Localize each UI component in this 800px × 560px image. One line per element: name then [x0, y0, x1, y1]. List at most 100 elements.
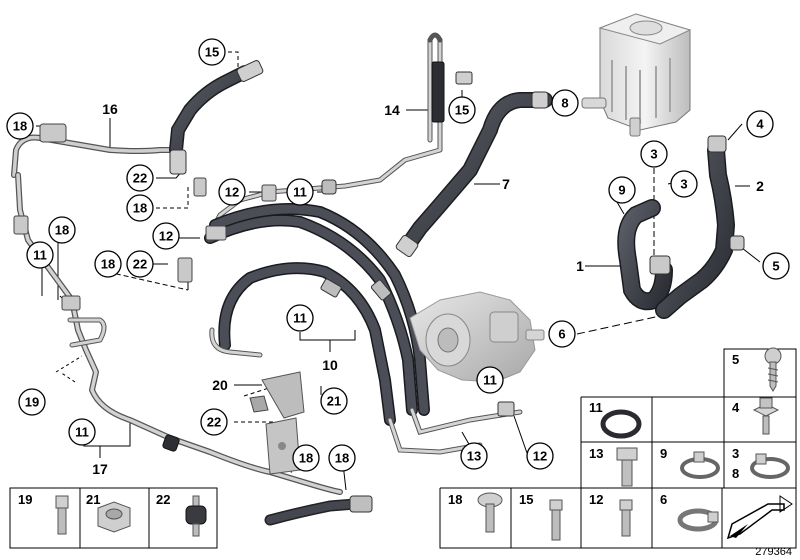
callout-number: 11 [483, 373, 497, 388]
direction-arrow-icon [726, 495, 793, 540]
callout-c18f: 18 [328, 444, 356, 472]
collar-screw-icon [752, 397, 780, 435]
callout-circle [126, 164, 154, 192]
label-2: 2 [756, 178, 764, 194]
hose-clamp-icon [750, 453, 790, 479]
grid-label-4: 4 [732, 400, 740, 415]
callout-number: 11 [293, 311, 307, 326]
callout-circle [526, 442, 554, 470]
upper-left-hose [169, 60, 264, 175]
callout-circle [292, 444, 320, 472]
callout-circle [548, 320, 576, 348]
plain-labels: 16 14 7 2 1 10 20 17 [92, 101, 764, 477]
callout-number: 5 [772, 259, 779, 274]
flange-screw-icon [477, 492, 503, 533]
callout-c11a: 11 [286, 178, 314, 206]
hose-clamp-icon [680, 451, 720, 479]
callout-number: 18 [101, 257, 115, 272]
callout-number: 12 [225, 185, 239, 200]
callout-c18d: 18 [48, 216, 76, 244]
callout-c19: 19 [18, 388, 46, 416]
callout-c18e: 18 [292, 444, 320, 472]
callout-number: 15 [205, 45, 219, 60]
bottom-hose [264, 495, 373, 526]
hex-bolt-icon [616, 447, 638, 487]
callout-c11d: 11 [476, 366, 504, 394]
callout-number: 4 [756, 117, 764, 132]
callout-number: 11 [33, 248, 47, 263]
label-10: 10 [322, 357, 338, 373]
callout-number: 18 [133, 201, 147, 216]
grid-label-21: 21 [86, 492, 100, 507]
label-14: 14 [384, 102, 400, 118]
callout-circle [328, 444, 356, 472]
grid-label-19: 19 [18, 492, 32, 507]
callout-number: 18 [55, 223, 69, 238]
label-1: 1 [576, 258, 584, 274]
callout-circle [200, 408, 228, 436]
callout-c11c: 11 [286, 304, 314, 332]
callout-circle [218, 178, 246, 206]
callout-number: 18 [13, 119, 27, 134]
callout-c15b: 15 [448, 96, 476, 124]
rubber-mount-icon [185, 495, 207, 537]
callout-number: 15 [455, 103, 469, 118]
callout-c12a: 12 [218, 178, 246, 206]
callout-circle [48, 216, 76, 244]
pressure-hoses [204, 203, 523, 455]
callout-circle [286, 178, 314, 206]
band-clamp-icon [677, 508, 719, 532]
callout-c18b: 18 [126, 194, 154, 222]
callout-c5: 5 [762, 252, 790, 280]
callout-number: 12 [533, 449, 547, 464]
parts-grid [9, 348, 797, 549]
small-clips [13, 123, 277, 311]
callout-number: 22 [133, 171, 147, 186]
callout-c15a: 15 [198, 38, 226, 66]
callout-c11b: 11 [26, 241, 54, 269]
callout-number: 22 [207, 415, 221, 430]
callout-circle [126, 194, 154, 222]
callout-circle [670, 170, 698, 198]
callout-circle [26, 241, 54, 269]
reservoir-tank [581, 13, 692, 137]
callout-c18c: 18 [94, 250, 122, 278]
callout-circle [152, 222, 180, 250]
callout-number: 6 [558, 327, 565, 342]
callout-circle [460, 442, 488, 470]
callout-number: 3 [650, 147, 657, 162]
grid-label-6: 6 [660, 492, 667, 507]
callout-c22c: 22 [200, 408, 228, 436]
label-7: 7 [502, 176, 510, 192]
callout-circle [18, 388, 46, 416]
callout-number: 13 [467, 449, 481, 464]
metal-return-line [11, 134, 343, 495]
hose-7 [395, 91, 553, 258]
socket-screw-icon [55, 495, 69, 535]
screw-icon [549, 499, 563, 541]
callout-number: 22 [133, 257, 147, 272]
callout-c3b: 3 [670, 170, 698, 198]
callout-circle [762, 252, 790, 280]
grid-icons [55, 347, 793, 541]
callout-c4: 4 [746, 110, 774, 138]
callout-c13: 13 [460, 442, 488, 470]
callout-c22a: 22 [126, 164, 154, 192]
callout-circle [640, 140, 668, 168]
callout-c6: 6 [548, 320, 576, 348]
callout-circle [6, 112, 34, 140]
grid-label-12: 12 [589, 492, 603, 507]
grid-labels: 5 11 4 13 9 3 8 18 15 12 6 19 21 22 [18, 352, 740, 507]
hose-2 [655, 135, 745, 319]
grid-label-8: 8 [732, 466, 739, 481]
grid-label-22: 22 [156, 492, 170, 507]
callout-c12c: 12 [526, 442, 554, 470]
hex-nut-icon [97, 501, 131, 533]
diagram-reference-number: 279364 [755, 546, 792, 558]
callout-number: 11 [75, 425, 89, 440]
callout-circle [551, 89, 579, 117]
screw-icon [619, 499, 633, 537]
callout-number: 21 [327, 394, 341, 409]
callout-circle [94, 250, 122, 278]
